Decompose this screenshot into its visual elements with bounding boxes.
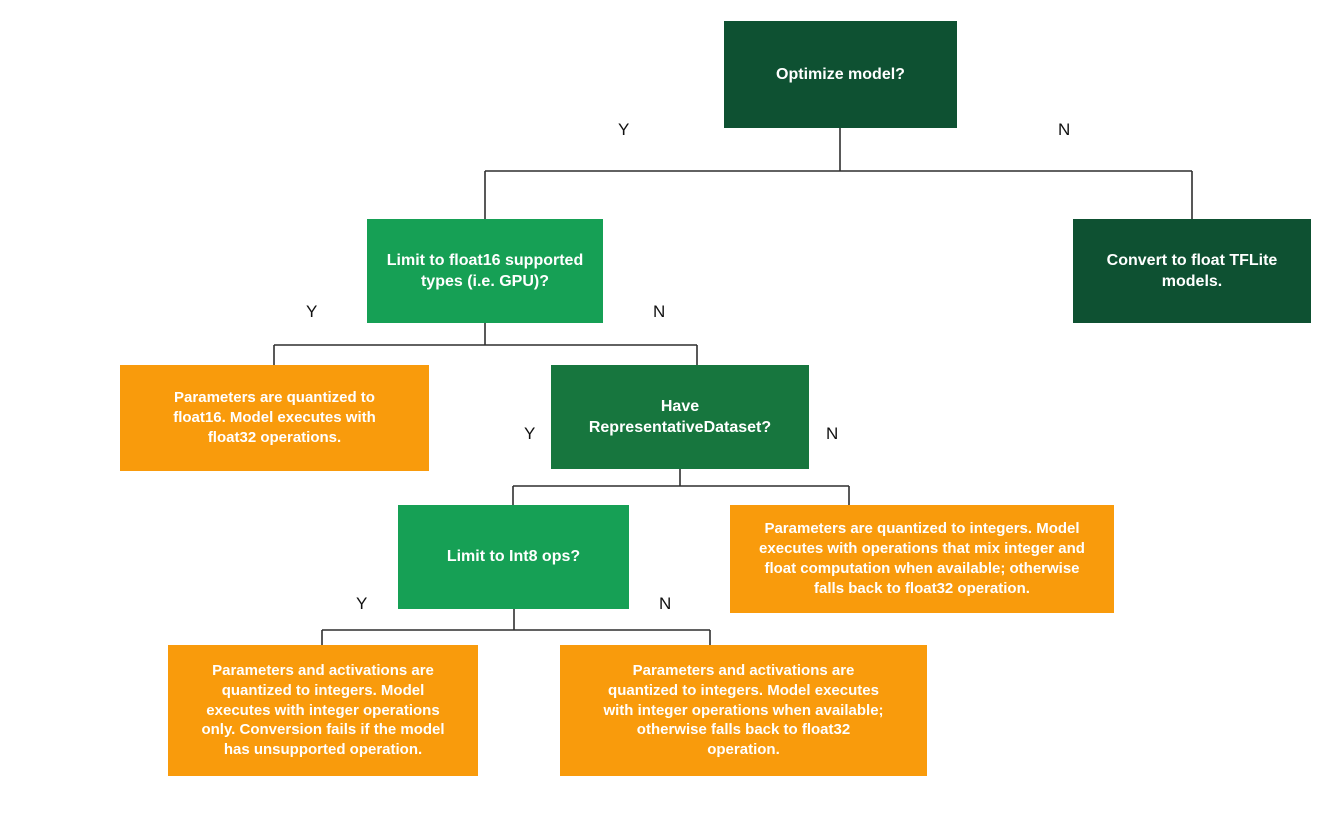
edge-label-float16-no: N	[653, 302, 666, 321]
node-limit-int8-ops[interactable]: Limit to Int8 ops?	[398, 505, 629, 609]
node-result-integer-with-float32-fallback[interactable]: Parameters and activations are quantized…	[560, 645, 927, 776]
edge-label-repdataset-no: N	[826, 424, 839, 443]
node-limit-float16-types[interactable]: Limit to float16 supported types (i.e. G…	[367, 219, 603, 323]
edge-label-repdataset-yes: Y	[524, 424, 536, 443]
edge-label-int8-yes: Y	[356, 594, 368, 613]
node-convert-to-float-tflite[interactable]: Convert to float TFLite models.	[1073, 219, 1311, 323]
node-optimize-model[interactable]: Optimize model?	[724, 21, 957, 128]
node-have-representative-dataset[interactable]: Have RepresentativeDataset?	[551, 365, 809, 469]
edge-label-float16-yes: Y	[306, 302, 318, 321]
node-result-float16[interactable]: Parameters are quantized to float16. Mod…	[120, 365, 429, 471]
connector-optimize	[484, 128, 1193, 219]
connector-have-repdataset	[512, 469, 850, 505]
connector-float16-types	[273, 323, 698, 365]
edge-label-int8-no: N	[659, 594, 672, 613]
node-result-integer-only[interactable]: Parameters and activations are quantized…	[168, 645, 478, 776]
edge-label-optimize-no: N	[1058, 120, 1071, 139]
connector-limit-int8	[321, 609, 711, 645]
edge-label-optimize-yes: Y	[618, 120, 630, 139]
node-result-mixed-integer-float[interactable]: Parameters are quantized to integers. Mo…	[730, 505, 1114, 613]
